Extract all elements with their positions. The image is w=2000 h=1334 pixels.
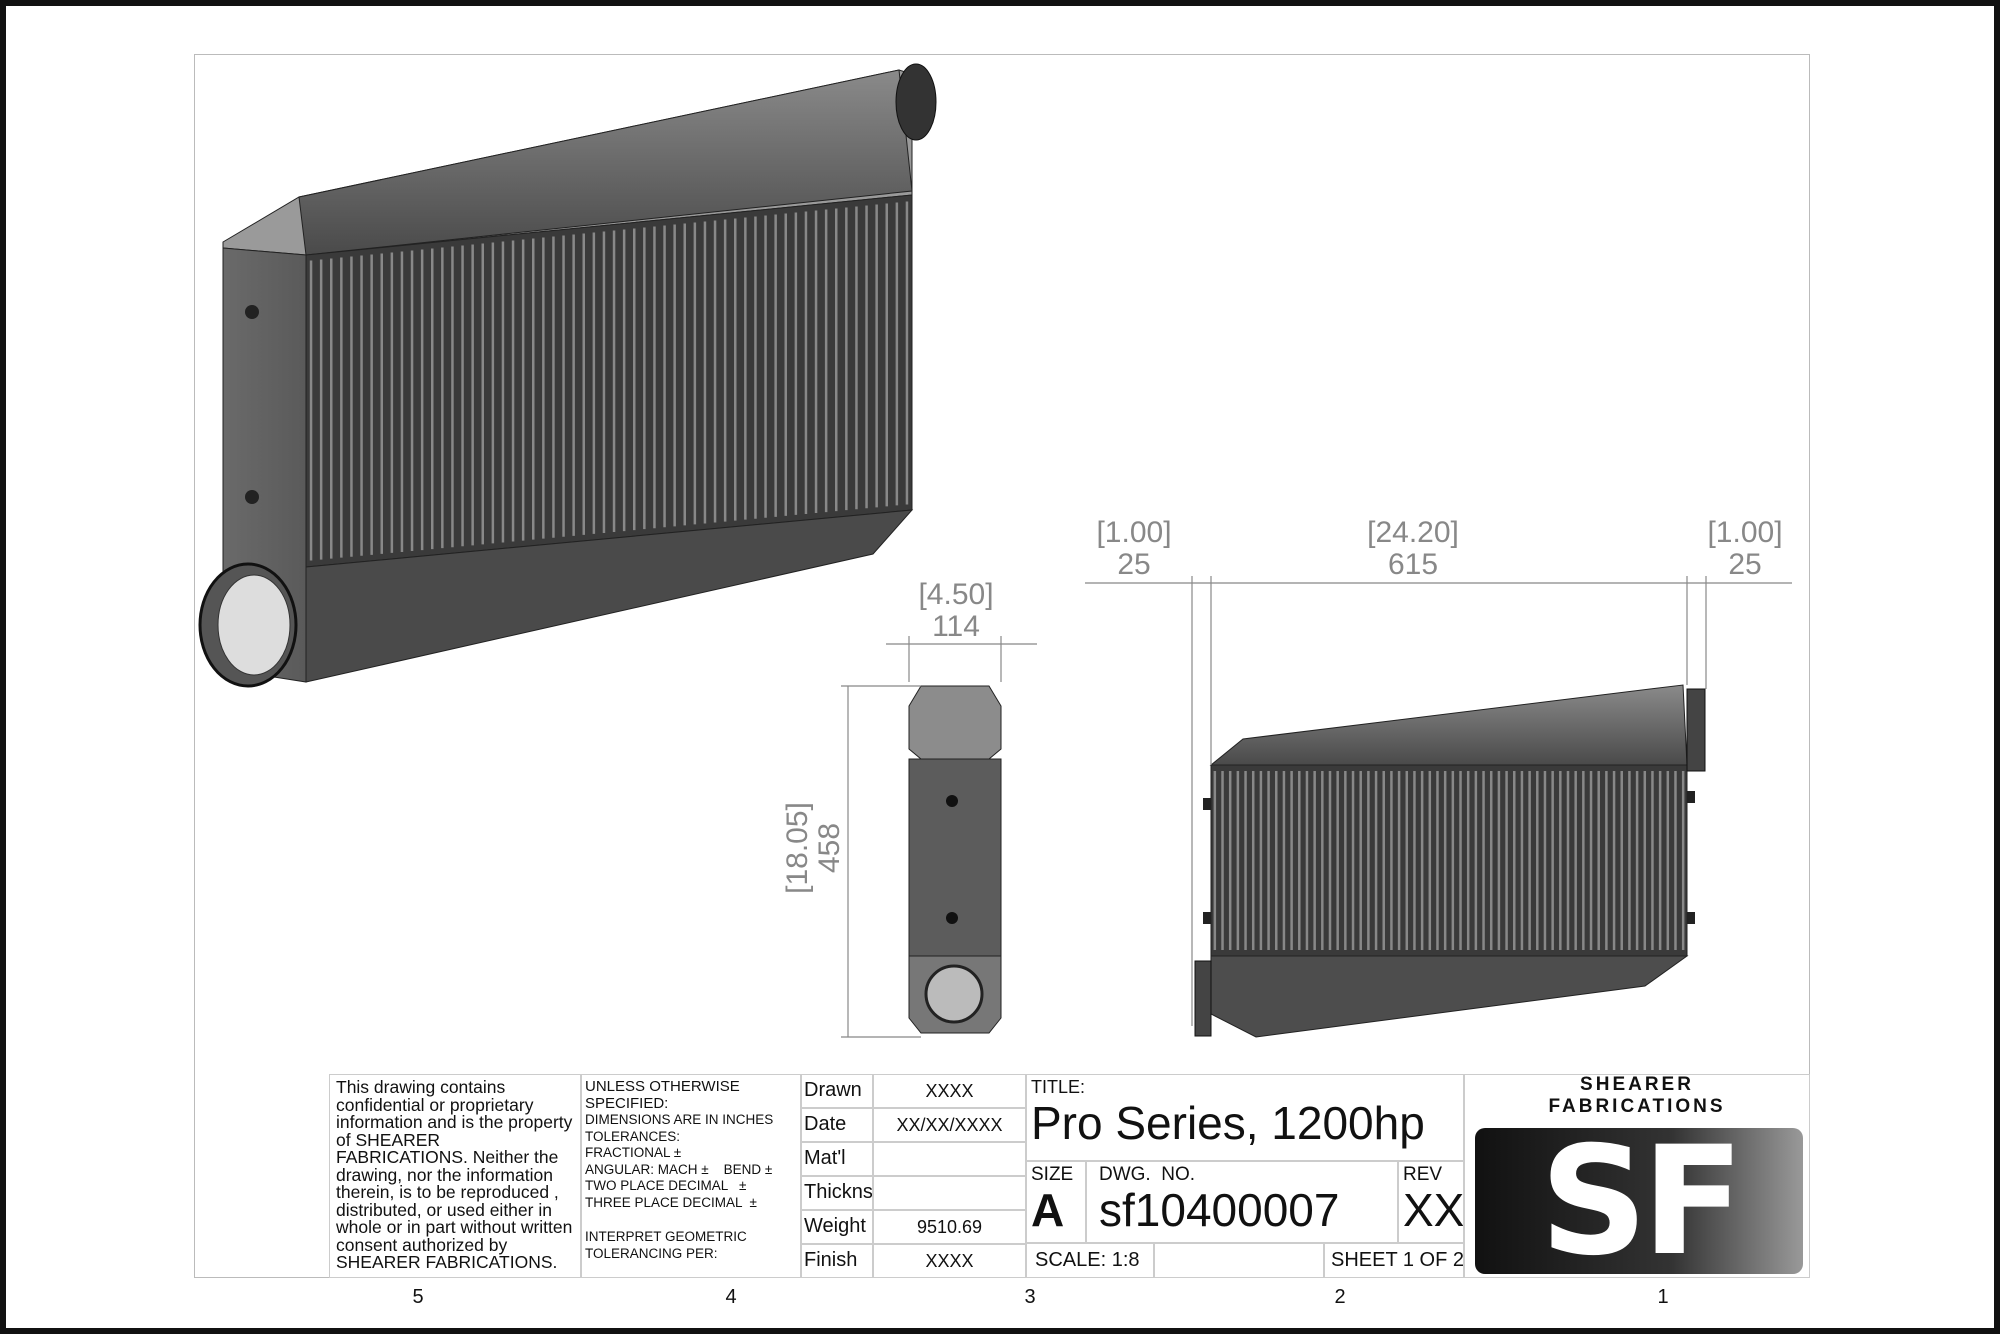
dim-inch: [18.05] (781, 802, 814, 894)
info-value: XX/XX/XXXX (873, 1108, 1026, 1142)
info-label: Drawn (801, 1074, 873, 1108)
bolt-icon (946, 795, 958, 807)
dim-inch: [4.50] (918, 578, 994, 611)
info-value: XXXX (873, 1074, 1026, 1108)
dimension-lines (841, 576, 1792, 1038)
tol-line: UNLESS OTHERWISE SPECIFIED: (585, 1078, 740, 1112)
dim-mm: 25 (1117, 548, 1151, 581)
info-value: 9510.69 (873, 1210, 1026, 1244)
info-label: Date (801, 1108, 873, 1142)
dim-mm: 114 (932, 610, 980, 643)
sheet-number: SHEET 1 OF 2 (1324, 1243, 1464, 1278)
info-label: Weight (801, 1210, 873, 1244)
tol-line: ANGULAR: MACH ± BEND ± (585, 1161, 773, 1177)
dwg-no-cell: DWG. NO. sf10400007 (1086, 1161, 1398, 1243)
tolerances-block: UNLESS OTHERWISE SPECIFIED: DIMENSIONS A… (581, 1074, 801, 1278)
dim-mm: 25 (1728, 548, 1762, 581)
dim-height: [18.05]458 (781, 748, 846, 948)
info-value (873, 1142, 1026, 1176)
tol-line: DIMENSIONS ARE IN INCHES (585, 1112, 774, 1127)
company-logo: SHEARER FABRICATIONS SF (1464, 1074, 1810, 1278)
drawing-number: sf10400007 (1099, 1184, 1340, 1236)
zone-label: 3 (1024, 1286, 1036, 1308)
bolt-icon (245, 490, 259, 504)
dim-inch: [1.00] (1096, 516, 1172, 549)
zone-label: 2 (1334, 1286, 1346, 1308)
isometric-view (198, 63, 937, 688)
dim-core-width: [24.20]615 (1313, 517, 1513, 581)
front-view (1194, 684, 1706, 1038)
info-label: Mat'l (801, 1142, 873, 1176)
info-value (873, 1176, 1026, 1210)
core-fins (1213, 771, 1685, 950)
confidentiality-notice: This drawing contains confidential or pr… (329, 1074, 581, 1278)
core-fins (309, 201, 909, 561)
tol-line: TOLERANCING PER: (585, 1245, 718, 1261)
rev-label: REV (1403, 1164, 1443, 1185)
title-cell: TITLE: Pro Series, 1200hp (1026, 1074, 1464, 1161)
info-value: XXXX (873, 1244, 1026, 1278)
zone-label: 5 (412, 1286, 424, 1308)
dim-inch: [1.00] (1707, 516, 1783, 549)
dim-inch: [24.20] (1367, 516, 1459, 549)
drawing-title: Pro Series, 1200hp (1031, 1097, 1425, 1149)
info-label: Thicknss (801, 1176, 873, 1210)
zone-label: 4 (725, 1286, 737, 1308)
logo-text-line2: FABRICATIONS (1548, 1096, 1726, 1117)
dwg-no-label: DWG. NO. (1099, 1164, 1196, 1185)
revision: XX (1403, 1184, 1464, 1236)
logo-mark-text: SF (1539, 1115, 1745, 1278)
zone-label: 1 (1657, 1286, 1669, 1308)
logo-text-line1: SHEARER (1580, 1074, 1694, 1095)
dim-mm: 615 (1387, 548, 1439, 581)
size-label: SIZE (1031, 1164, 1074, 1185)
dim-depth: [4.50]114 (856, 579, 1056, 643)
tol-line: FRACTIONAL ± (585, 1145, 682, 1160)
size-cell: SIZE A (1026, 1161, 1086, 1243)
bolt-icon (245, 305, 259, 319)
sf-logo-mark: SF (1475, 1115, 1803, 1278)
drawing-views (198, 63, 1792, 1038)
end-view (908, 685, 1002, 1034)
dim-mm: 458 (813, 822, 846, 874)
bolt-icon (946, 912, 958, 924)
tol-line: THREE PLACE DECIMAL ± (585, 1194, 757, 1210)
dim-right-flange: [1.00]25 (1645, 517, 1845, 581)
scale: SCALE: 1:8 (1026, 1243, 1154, 1278)
blank-cell (1154, 1243, 1324, 1278)
tol-line: TOLERANCES: (585, 1128, 681, 1144)
sheet-size: A (1031, 1184, 1065, 1236)
title-label: TITLE: (1031, 1077, 1086, 1097)
tol-line: TWO PLACE DECIMAL ± (585, 1178, 747, 1193)
tol-line: INTERPRET GEOMETRIC (585, 1229, 747, 1244)
info-label: Finish (801, 1244, 873, 1278)
rev-cell: REV XX (1398, 1161, 1464, 1243)
dim-left-flange: [1.00]25 (1034, 517, 1234, 581)
